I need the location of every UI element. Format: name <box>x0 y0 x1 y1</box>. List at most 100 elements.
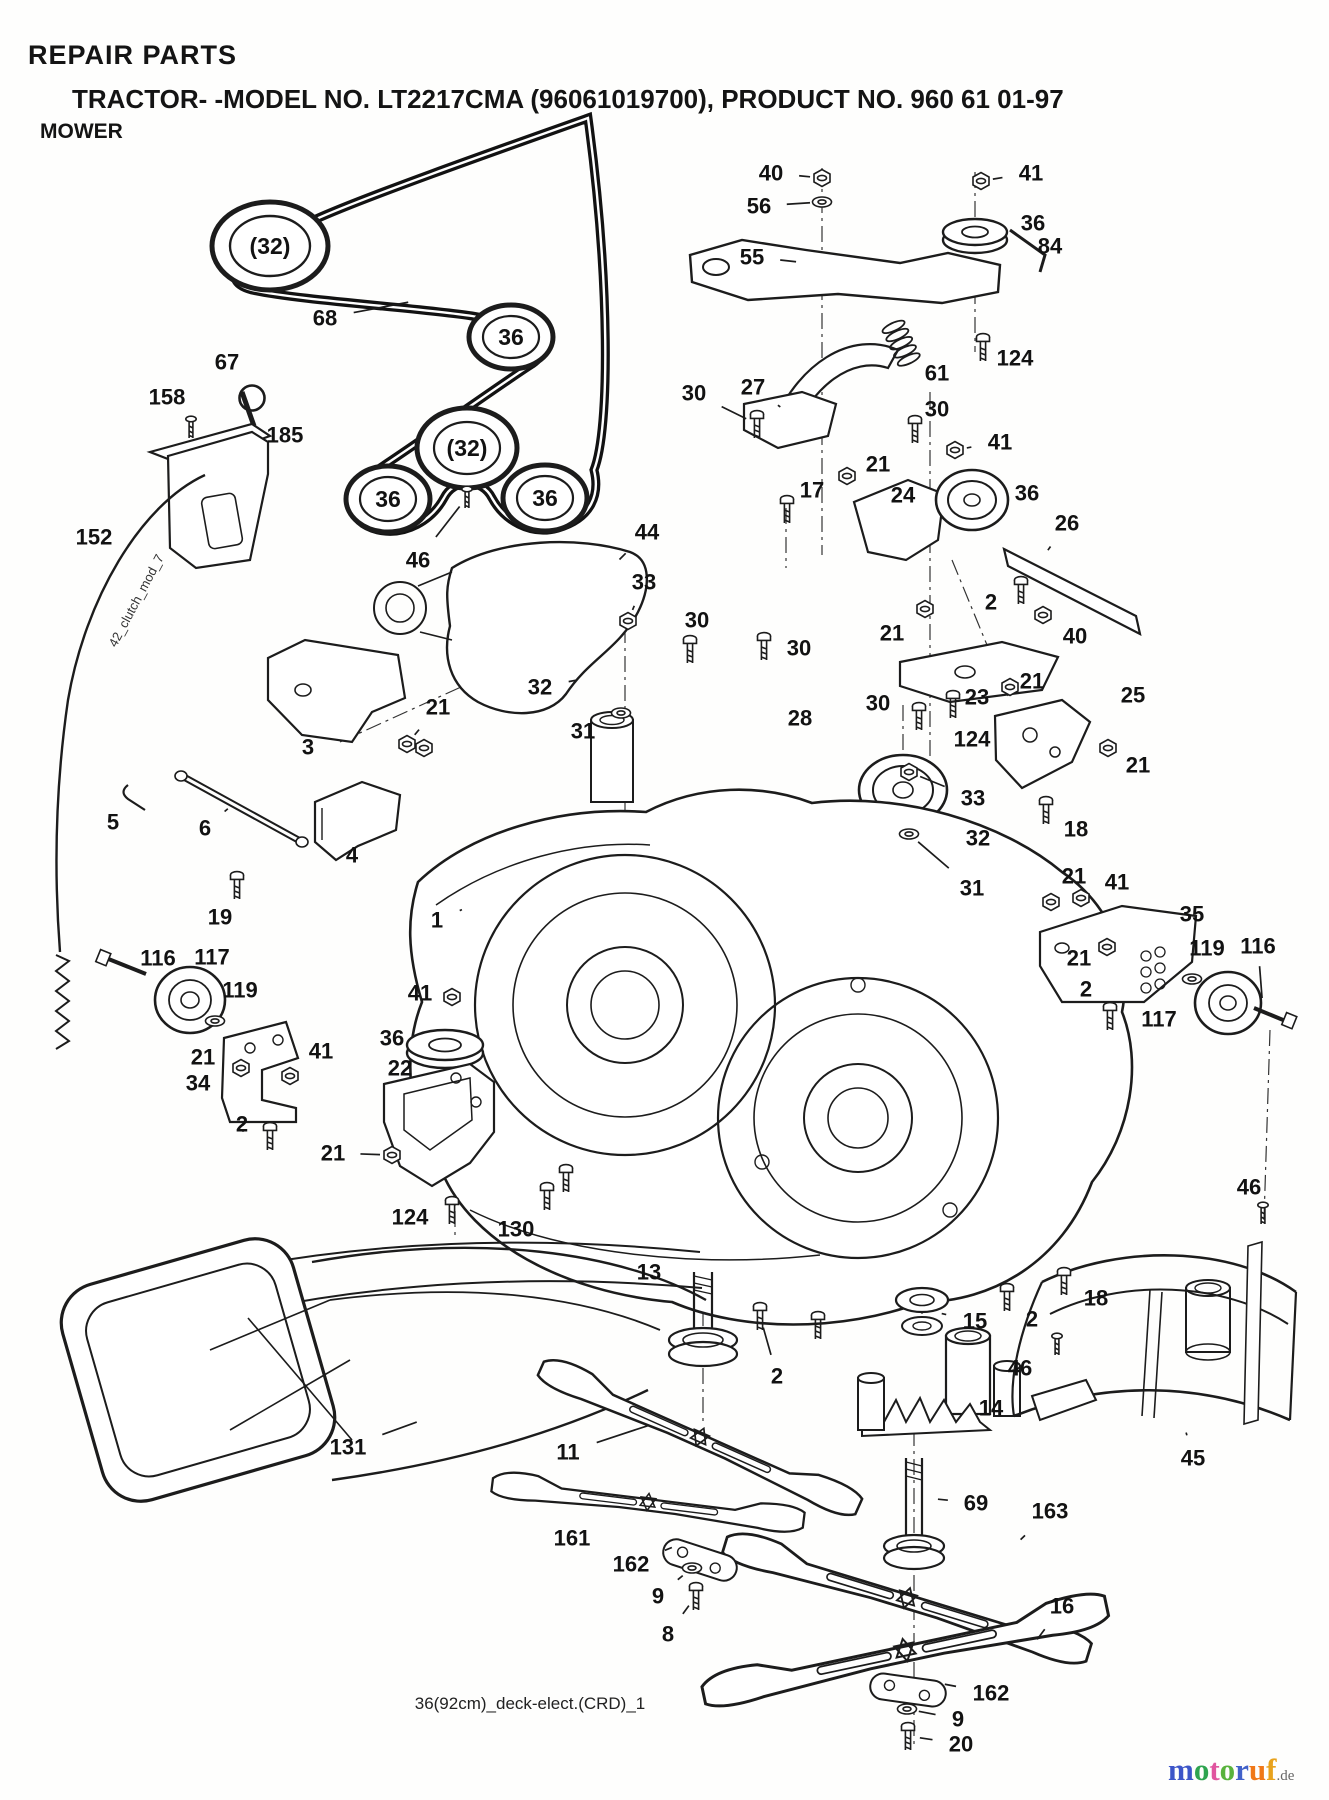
svg-text:2: 2 <box>985 590 997 615</box>
svg-text:2: 2 <box>771 1364 783 1389</box>
rod-84 <box>1009 228 1047 273</box>
spring-61 <box>881 319 921 367</box>
nut-icon <box>813 168 831 188</box>
svg-text:9: 9 <box>652 1584 664 1609</box>
section-title: MOWER <box>40 120 123 143</box>
watermark-letter: o <box>1193 1752 1210 1787</box>
callout-30: 30 <box>866 691 927 731</box>
svg-text:21: 21 <box>880 621 904 646</box>
svg-text:163: 163 <box>1032 1499 1069 1524</box>
svg-text:30: 30 <box>866 691 890 716</box>
svg-text:21: 21 <box>1126 753 1150 778</box>
svg-text:117: 117 <box>194 945 230 970</box>
callout-11: 11 <box>556 1424 648 1465</box>
callout-116: 116 <box>140 946 176 971</box>
nut-icon <box>900 762 918 782</box>
callout-5: 5 <box>107 810 119 835</box>
callout-6: 6 <box>199 808 229 841</box>
callout-41: 41 <box>281 1039 333 1086</box>
callout-41: 41 <box>408 981 461 1007</box>
callout-152: 152 <box>76 525 113 550</box>
nut-icon <box>1098 937 1116 957</box>
bolt-icon <box>900 1721 916 1751</box>
callout-21: 21 <box>1067 937 1116 971</box>
svg-text:24: 24 <box>891 483 916 508</box>
callout-9: 9 <box>896 1703 964 1732</box>
bolt-icon <box>999 1282 1015 1312</box>
nut-icon <box>1001 677 1019 697</box>
callout-2: 2 <box>999 1282 1038 1332</box>
svg-text:30: 30 <box>685 608 709 633</box>
svg-text:18: 18 <box>1084 1286 1108 1311</box>
svg-text:185: 185 <box>267 423 304 448</box>
pulley-36-middle <box>466 302 556 372</box>
svg-text:21: 21 <box>191 1045 215 1070</box>
nut-icon <box>1034 605 1052 625</box>
bolt-icon <box>262 1121 278 1151</box>
svg-text:36: 36 <box>1021 211 1045 236</box>
callout-2: 2 <box>752 1301 783 1389</box>
svg-text:23: 23 <box>965 685 989 710</box>
callout-119: 119 <box>204 978 258 1027</box>
svg-text:56: 56 <box>747 194 771 219</box>
washer-icon <box>1181 973 1203 985</box>
svg-text:15: 15 <box>963 1309 987 1334</box>
svg-text:41: 41 <box>309 1039 333 1064</box>
screw-icon <box>1257 1201 1269 1225</box>
watermark-letters: motoruf <box>1168 1752 1277 1787</box>
callout-21: 21 <box>398 695 450 754</box>
svg-text:33: 33 <box>961 786 985 811</box>
callout-26: 26 <box>1047 511 1079 551</box>
bolt-icon <box>1038 795 1054 825</box>
callout-22: 22 <box>388 1056 412 1081</box>
svg-text:22: 22 <box>388 1056 412 1081</box>
svg-text:124: 124 <box>392 1205 429 1230</box>
callout-46: 46 <box>1008 1332 1063 1381</box>
callout-25: 25 <box>1121 683 1145 708</box>
svg-text:46: 46 <box>406 548 430 573</box>
svg-text:40: 40 <box>1063 624 1087 649</box>
washer-icon <box>898 828 920 840</box>
model-subtitle: TRACTOR- -MODEL NO. LT2217CMA (960610197… <box>72 84 1064 114</box>
callout-30: 30 <box>682 381 765 439</box>
svg-text:19: 19 <box>208 905 232 930</box>
bracket-4 <box>313 780 402 862</box>
callout-46: 46 <box>1237 1175 1269 1225</box>
deck-right-opening <box>716 976 1000 1260</box>
svg-text:4: 4 <box>346 843 359 868</box>
callout-84: 84 <box>1038 234 1063 259</box>
callout-46: 46 <box>406 485 474 573</box>
svg-text:130: 130 <box>498 1217 535 1242</box>
nut-icon <box>946 440 964 460</box>
svg-text:21: 21 <box>1020 669 1044 694</box>
bracket-27 <box>742 390 838 450</box>
callout-41: 41 <box>1072 870 1129 908</box>
nut-icon <box>383 1145 401 1165</box>
svg-text:3: 3 <box>302 735 314 760</box>
callout-2: 2 <box>236 1112 278 1151</box>
callout-45: 45 <box>1181 1432 1205 1471</box>
bolt-icon <box>975 332 991 362</box>
bracket-22 <box>382 1062 496 1188</box>
callout-8: 8 <box>662 1581 704 1647</box>
bolt-icon <box>907 414 923 444</box>
nut-icon <box>1099 738 1117 758</box>
callout-1: 1 <box>431 908 463 933</box>
callout-130: 130 <box>498 1181 555 1242</box>
svg-text:162: 162 <box>613 1552 650 1577</box>
svg-text:152: 152 <box>76 525 113 550</box>
svg-text:8: 8 <box>662 1622 674 1647</box>
callout-56: 56 <box>747 194 833 219</box>
svg-text:161: 161 <box>554 1526 591 1551</box>
callout-116: 116 <box>1240 934 1276 999</box>
bolt-icon <box>682 634 698 664</box>
svg-text:41: 41 <box>988 430 1012 455</box>
svg-text:18: 18 <box>1064 817 1088 842</box>
spindle-shaft-13 <box>667 1272 739 1368</box>
bracket-25 <box>993 698 1092 790</box>
nut-icon <box>443 987 461 1007</box>
